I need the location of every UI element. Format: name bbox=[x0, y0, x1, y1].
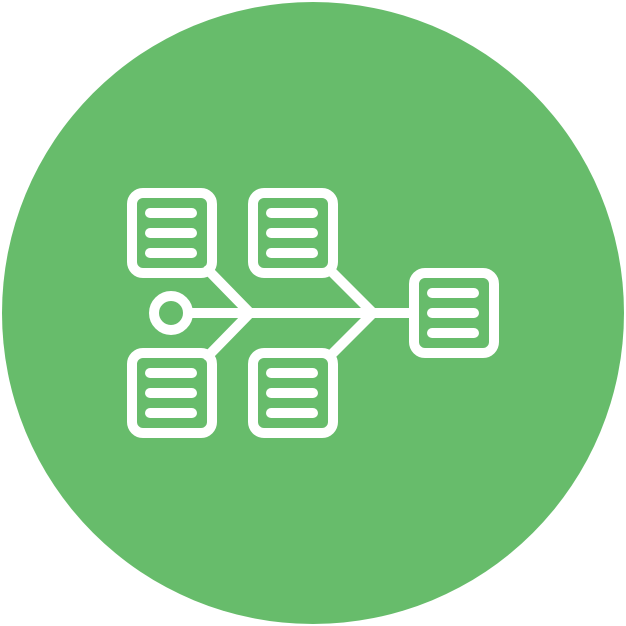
document-box-bottom-left-icon bbox=[127, 348, 217, 438]
branch-top-left bbox=[203, 265, 255, 318]
start-node-circle-icon bbox=[149, 291, 193, 335]
branch-bottom-right bbox=[325, 308, 378, 361]
branch-bottom-left bbox=[203, 308, 255, 361]
document-box-head-icon bbox=[409, 268, 499, 358]
document-box-top-middle-icon bbox=[248, 188, 338, 278]
branch-top-right bbox=[325, 265, 378, 318]
document-box-bottom-middle-icon bbox=[248, 348, 338, 438]
document-box-top-left-icon bbox=[127, 188, 217, 278]
